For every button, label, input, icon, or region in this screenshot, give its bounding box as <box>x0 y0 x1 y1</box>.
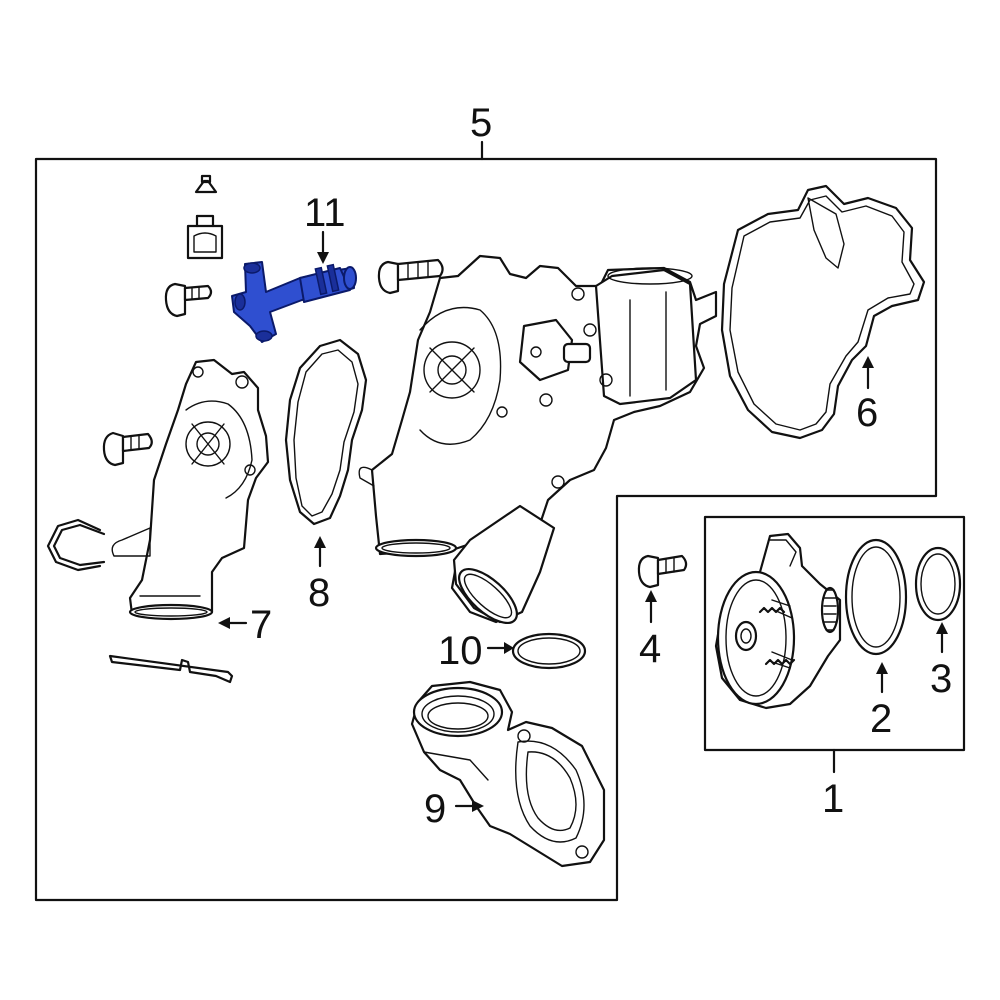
o-ring-icon <box>844 538 908 656</box>
callout-10: 10 <box>438 629 483 673</box>
sensor-icon <box>231 261 357 343</box>
bolt-icon <box>102 431 153 467</box>
bolt-icon <box>377 258 444 295</box>
bolt-icon <box>164 282 213 318</box>
water-pump-housing-icon <box>111 358 270 621</box>
o-ring-icon <box>914 546 962 622</box>
callout-11: 11 <box>304 191 346 235</box>
clip-icon <box>46 518 106 572</box>
callout-2: 2 <box>870 697 892 741</box>
callout-7: 7 <box>250 603 272 647</box>
callout-5: 5 <box>470 101 492 145</box>
callout-1: 1 <box>822 777 844 821</box>
o-ring-icon <box>511 632 587 670</box>
callout-6: 6 <box>856 391 878 435</box>
water-pump-housing-icon <box>358 254 718 624</box>
callout-8: 8 <box>308 571 330 615</box>
callout-4: 4 <box>639 627 661 671</box>
clip-icon <box>108 654 234 684</box>
grease-symbol-icon <box>186 174 224 260</box>
water-pump-housing-icon <box>410 680 606 868</box>
gasket-icon <box>720 184 926 440</box>
callout-9: 9 <box>424 787 446 831</box>
bolt-icon <box>637 554 688 589</box>
callout-3: 3 <box>930 657 952 701</box>
gasket-icon <box>284 338 368 526</box>
assembly-frame-5 <box>34 157 938 902</box>
impeller-icon <box>714 532 842 710</box>
